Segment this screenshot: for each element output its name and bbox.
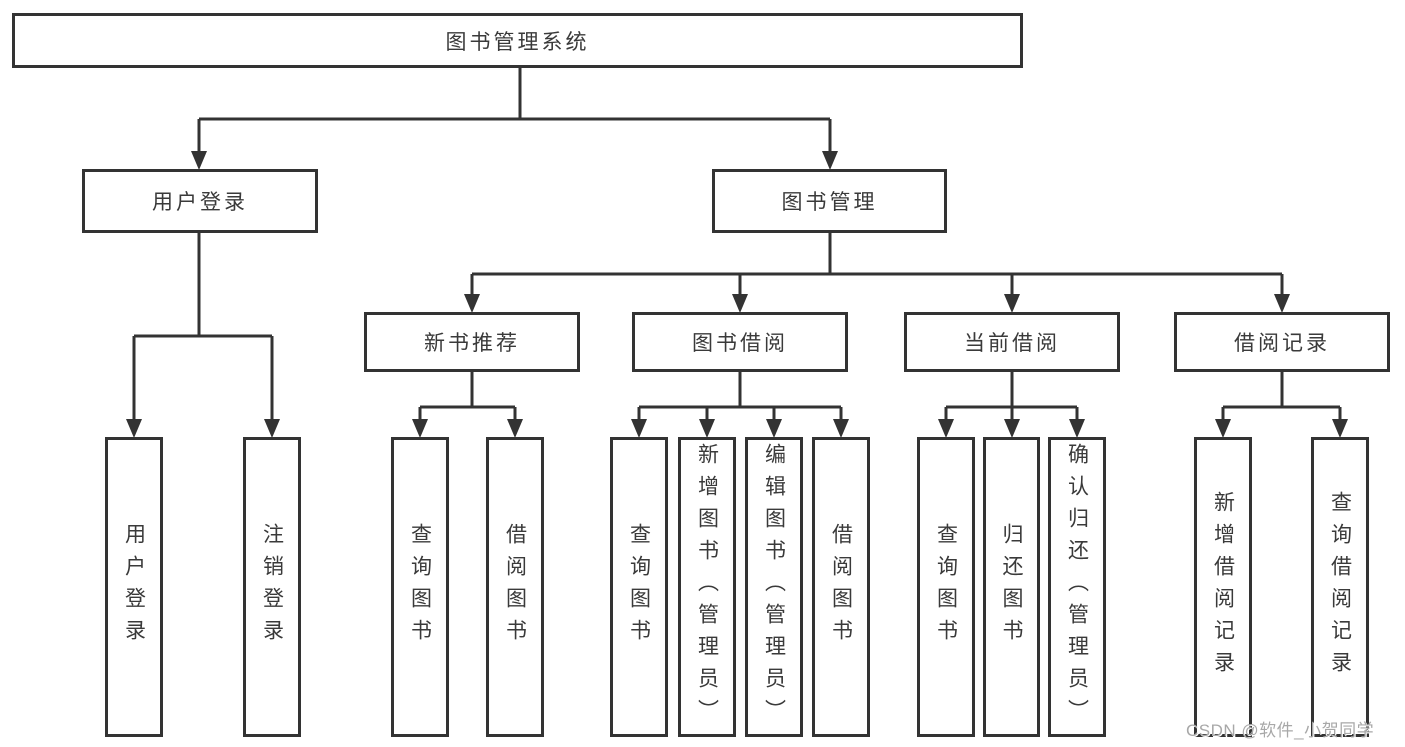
node-book-management: 图书管理 xyxy=(712,169,947,233)
node-user-login: 用户登录 xyxy=(82,169,318,233)
leaf-edit-books-admin: 编辑图书（管理员） xyxy=(745,437,803,737)
leaf-borrow-books-recommend: 借阅图书 xyxy=(486,437,544,737)
leaf-edit-books-admin-label: 编辑图书（管理员） xyxy=(762,443,786,731)
leaf-query-books-current: 查询图书 xyxy=(917,437,975,737)
node-new-book-recommend: 新书推荐 xyxy=(364,312,580,372)
leaf-borrow-books-recommend-label: 借阅图书 xyxy=(503,523,527,651)
leaf-confirm-return-admin-label: 确认归还（管理员） xyxy=(1065,443,1089,731)
leaf-query-books-recommend: 查询图书 xyxy=(391,437,449,737)
node-root-system: 图书管理系统 xyxy=(12,13,1023,68)
connector-bookmgmt-to-level3 xyxy=(470,233,1284,297)
leaf-query-borrow-record-label: 查询借阅记录 xyxy=(1328,491,1352,683)
leaf-add-borrow-record-label: 新增借阅记录 xyxy=(1211,491,1235,683)
leaf-query-books-recommend-label: 查询图书 xyxy=(408,523,432,651)
leaf-user-login-label: 用户登录 xyxy=(122,523,146,651)
leaf-query-books-current-label: 查询图书 xyxy=(934,523,958,651)
connector-current-to-leaves xyxy=(944,372,1079,422)
connector-borrow-to-leaves xyxy=(637,372,843,422)
leaf-query-books-borrow-label: 查询图书 xyxy=(627,523,651,651)
node-current-borrow-label: 当前借阅 xyxy=(964,332,1060,355)
leaf-add-books-admin-label: 新增图书（管理员） xyxy=(695,443,719,731)
node-book-management-label: 图书管理 xyxy=(781,191,878,214)
connector-root-to-level2 xyxy=(197,66,832,154)
leaf-add-books-admin: 新增图书（管理员） xyxy=(678,437,736,737)
node-book-borrow-label: 图书借阅 xyxy=(692,332,788,355)
leaf-logout-label: 注销登录 xyxy=(260,523,284,651)
csdn-watermark: CSDN @软件_小贺同学 xyxy=(1186,721,1375,740)
node-current-borrow: 当前借阅 xyxy=(904,312,1120,372)
leaf-logout: 注销登录 xyxy=(243,437,301,737)
leaf-confirm-return-admin: 确认归还（管理员） xyxy=(1048,437,1106,737)
node-new-book-recommend-label: 新书推荐 xyxy=(424,332,520,355)
node-book-borrow: 图书借阅 xyxy=(632,312,848,372)
leaf-return-books-label: 归还图书 xyxy=(1000,523,1023,651)
node-borrow-records-label: 借阅记录 xyxy=(1234,332,1330,355)
node-root-label: 图书管理系统 xyxy=(445,30,590,54)
leaf-borrow-books: 借阅图书 xyxy=(812,437,870,737)
node-borrow-records: 借阅记录 xyxy=(1174,312,1390,372)
leaf-user-login: 用户登录 xyxy=(105,437,163,737)
leaf-add-borrow-record: 新增借阅记录 xyxy=(1194,437,1252,737)
leaf-borrow-books-label: 借阅图书 xyxy=(829,523,853,651)
arrowheads xyxy=(126,151,1348,438)
connector-records-to-leaves xyxy=(1221,372,1342,422)
connector-newbook-to-leaves xyxy=(418,372,517,422)
node-user-login-label: 用户登录 xyxy=(152,191,248,214)
leaf-query-borrow-record: 查询借阅记录 xyxy=(1311,437,1369,737)
leaf-return-books: 归还图书 xyxy=(983,437,1040,737)
connector-userlogin-to-leaves xyxy=(132,233,274,422)
leaf-query-books-borrow: 查询图书 xyxy=(610,437,668,737)
